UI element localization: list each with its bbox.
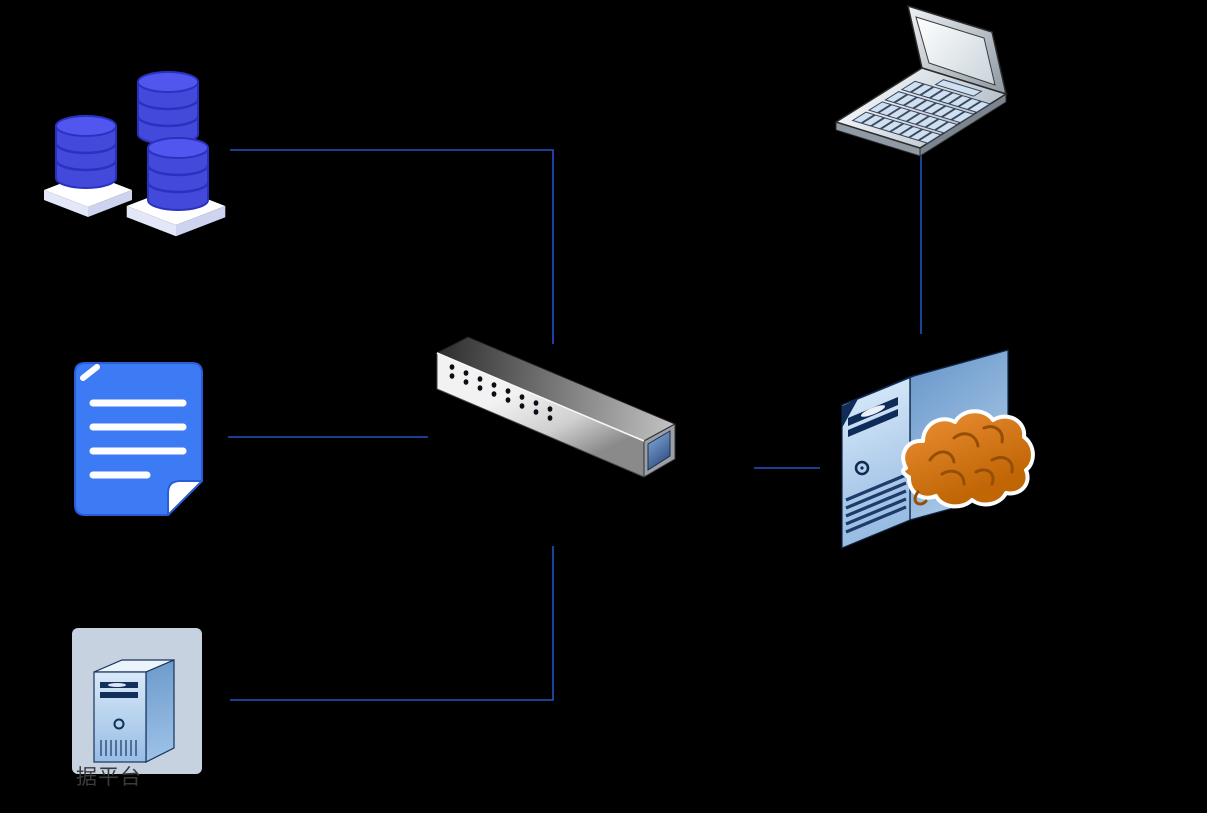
platform-label: 据平台 [76,765,142,789]
connectors [228,149,922,701]
document-fold-corner [167,480,203,516]
laptop-keyboard [853,74,1001,143]
drive-slot [100,692,138,698]
database-cluster-icon [44,70,226,237]
laptop-screen [915,16,996,86]
network-switch-icon [435,336,677,478]
switch-ports [449,364,553,421]
power-button [854,460,870,476]
connector-platform-to-switch [230,546,554,701]
vent-grille [845,473,907,534]
brain-icon [901,409,1035,509]
vent-grille [100,740,137,756]
connector-db-to-switch [230,149,554,344]
power-button [113,718,125,730]
ai-server-icon [841,349,1035,549]
laptop-icon [836,4,1006,156]
drive-slot [848,409,898,437]
document-icon [74,362,203,516]
spacebar-key [936,80,982,96]
switch-end-cap [647,430,671,471]
data-platform-server-icon [72,628,202,774]
document-text-lines [89,399,187,479]
